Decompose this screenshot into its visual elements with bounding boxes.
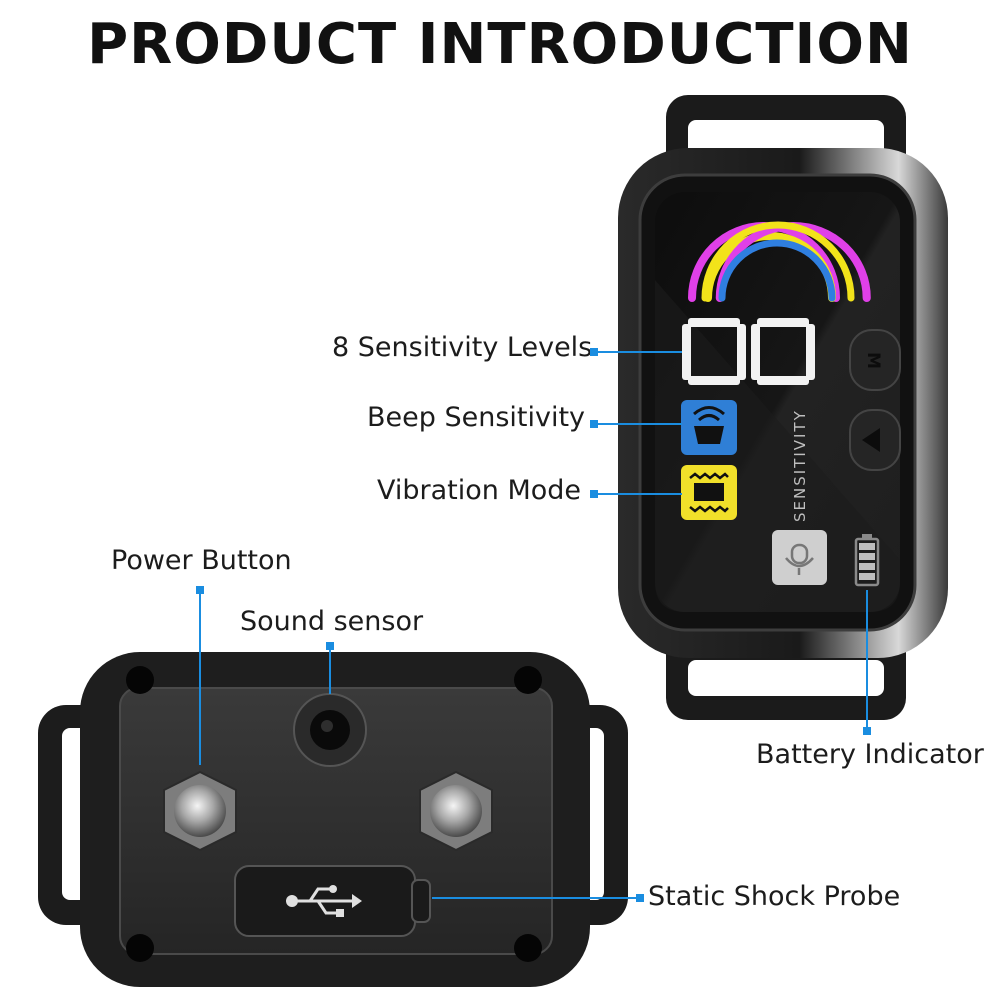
back-panel [119,687,553,955]
power-button[interactable] [163,770,237,852]
sensitivity-vertical-text: SENSITIVITY [791,409,809,522]
mode-button-letter: M [863,352,883,369]
leader-line [596,493,682,495]
battery-icon [854,534,880,587]
digit-display [682,318,815,385]
leader-dot [636,894,644,902]
static-shock-probe-right [419,770,493,852]
leader-dot [590,348,598,356]
leader-line [329,646,331,694]
label-static-shock-probe: Static Shock Probe [648,881,901,912]
leader-line [866,590,868,730]
rainbow-inner-arc [718,239,836,302]
usb-icon [286,885,362,917]
label-power-button: Power Button [111,545,292,576]
label-beep-sensitivity: Beep Sensitivity [367,402,586,433]
leader-line [596,351,682,353]
label-sound-sensor: Sound sensor [240,606,424,637]
leader-dot [590,490,598,498]
triangle-icon [862,428,880,452]
leader-dot [863,727,871,735]
microphone-button[interactable] [772,530,827,585]
mode-side-button[interactable] [849,329,901,391]
leader-line [199,590,201,765]
page-title: PRODUCT INTRODUCTION [87,12,913,77]
leader-dot [590,420,598,428]
leader-line [596,423,682,425]
sound-sensor [293,693,367,767]
label-vibration-mode: Vibration Mode [377,475,582,506]
label-sensitivity-levels: 8 Sensitivity Levels [332,332,593,363]
leader-line [432,897,638,899]
label-battery-indicator: Battery Indicator [756,739,984,770]
